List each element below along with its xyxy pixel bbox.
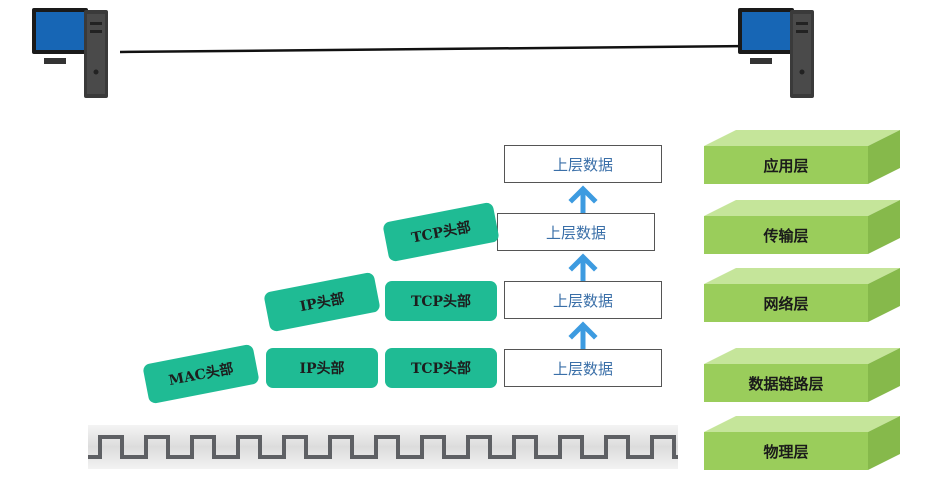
ip-header-network: IP头部 xyxy=(263,271,381,333)
mac-header-datalink: MAC头部 xyxy=(142,343,260,405)
data-box-application: 上层数据 xyxy=(504,145,662,183)
computer-icon-left xyxy=(30,2,110,102)
layer-label: 物理层 xyxy=(763,442,809,461)
tcp-header-network: TCP头部 xyxy=(385,281,497,321)
layer-label: 数据链路层 xyxy=(748,374,824,393)
arrow-up-icon xyxy=(568,185,598,213)
layer-datalink: 数据链路层 xyxy=(704,348,900,402)
data-box-network: 上层数据 xyxy=(504,281,662,319)
arrow-up-icon xyxy=(568,253,598,281)
layer-label: 传输层 xyxy=(763,226,809,245)
layer-network: 网络层 xyxy=(704,268,900,322)
computer-icon-right xyxy=(736,2,816,102)
physical-signal-wave xyxy=(88,425,678,469)
tcp-header-transport: TCP头部 xyxy=(382,201,500,263)
layer-application: 应用层 xyxy=(704,130,900,184)
layer-label: 网络层 xyxy=(763,294,809,313)
layer-label: 应用层 xyxy=(763,156,809,175)
data-box-transport: 上层数据 xyxy=(497,213,655,251)
arrow-up-icon xyxy=(568,321,598,349)
ip-header-datalink: IP头部 xyxy=(266,348,378,388)
data-box-datalink: 上层数据 xyxy=(504,349,662,387)
tcp-header-datalink: TCP头部 xyxy=(385,348,497,388)
layer-physical: 物理层 xyxy=(704,416,900,470)
layer-transport: 传输层 xyxy=(704,200,900,254)
